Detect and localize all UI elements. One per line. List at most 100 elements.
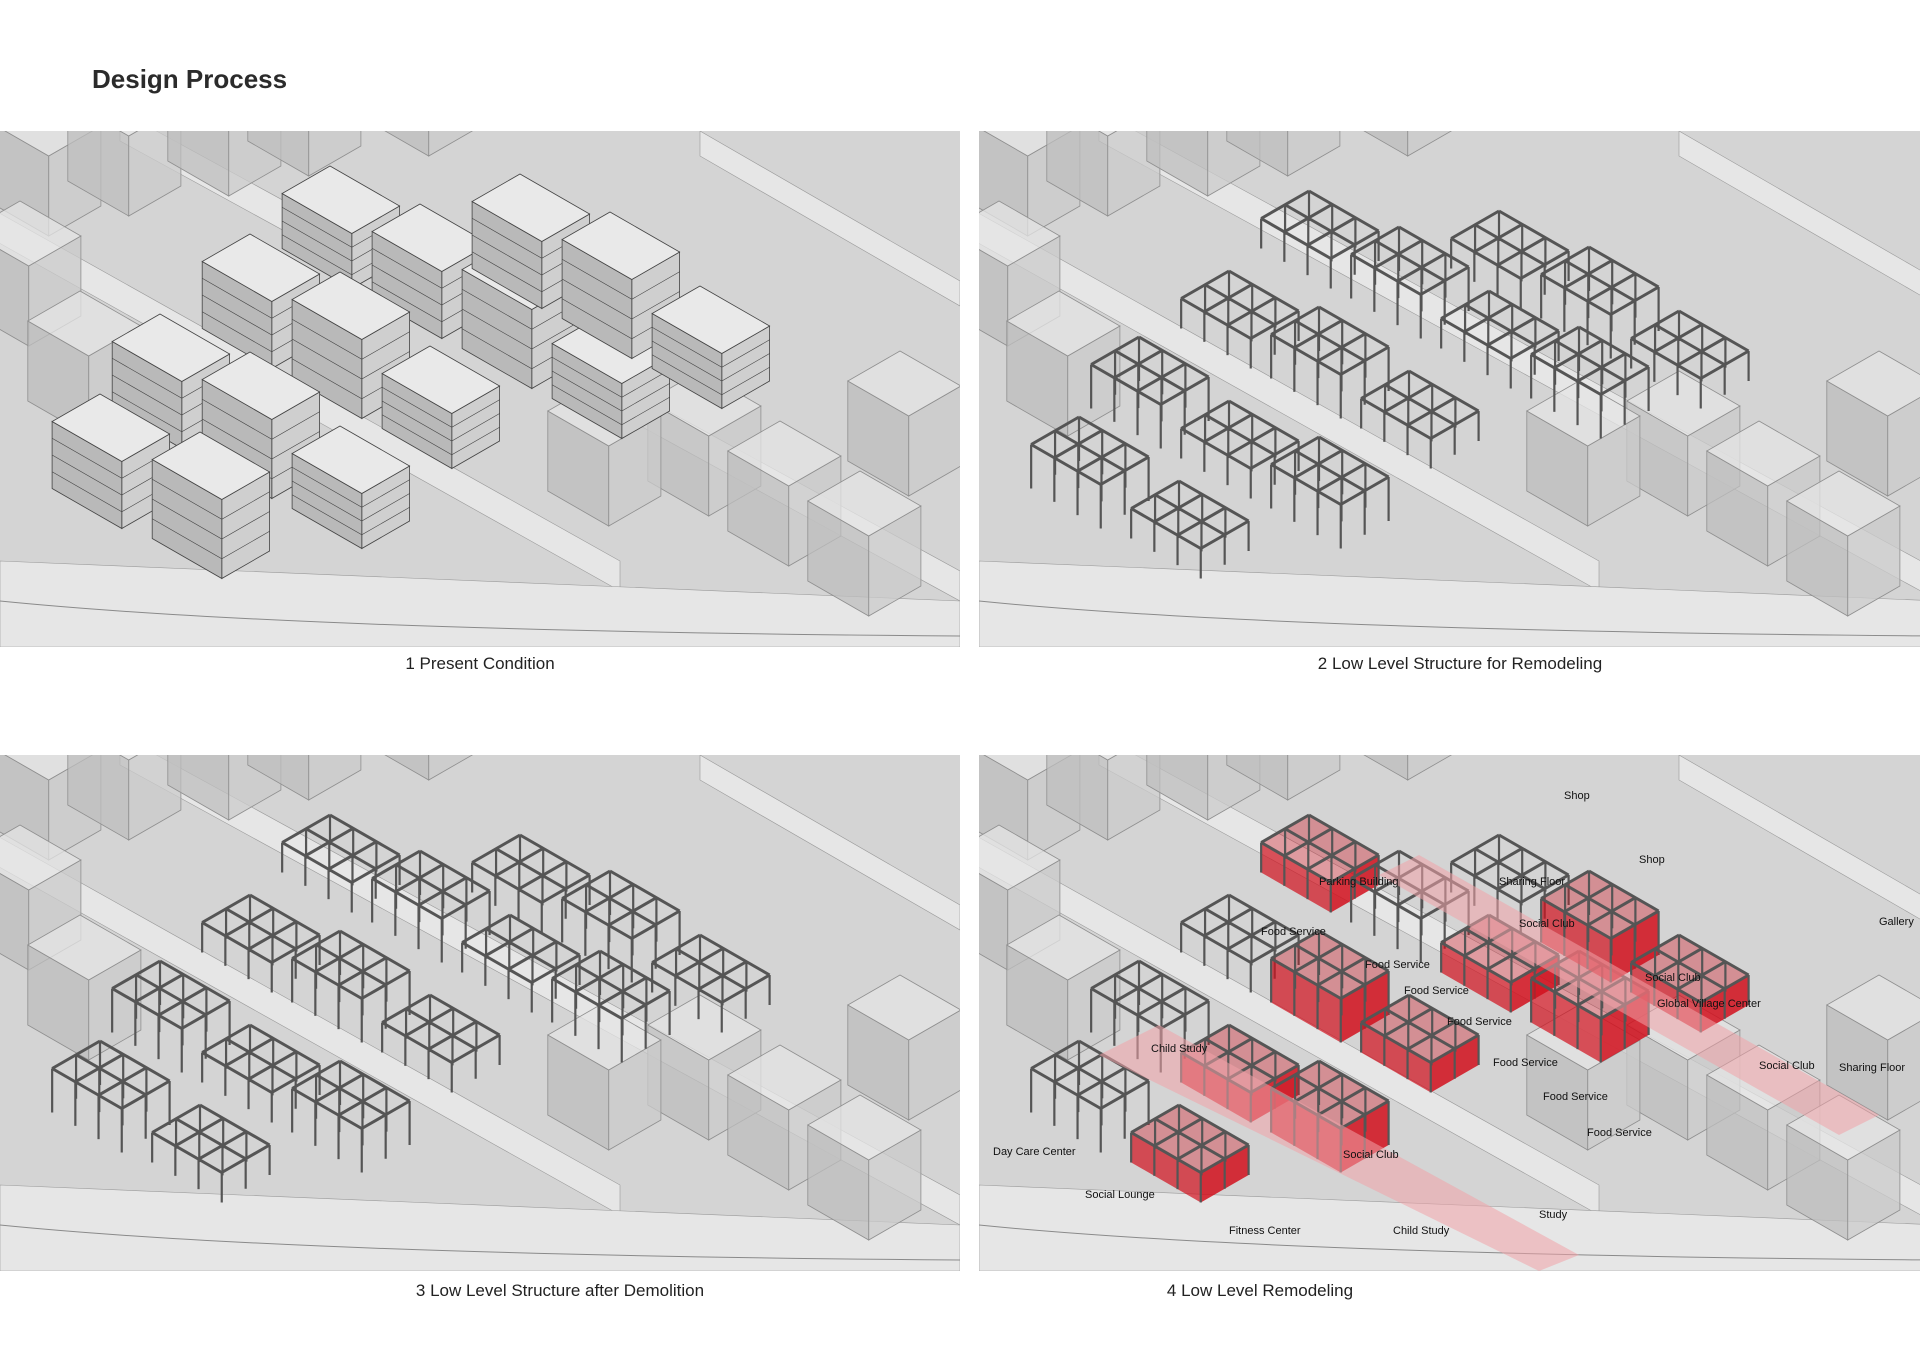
isometric-drawing (0, 131, 960, 647)
program-label: Parking Building (1319, 876, 1399, 888)
program-label: Day Care Center (993, 1146, 1076, 1158)
existing-building (291, 425, 411, 550)
panel-caption: 3 Low Level Structure after Demolition (415, 1281, 705, 1300)
program-label: Social Club (1519, 918, 1575, 930)
context-building (1785, 470, 1901, 617)
structure-frame (201, 893, 321, 993)
context-buildings (979, 131, 1920, 617)
structure-frames (51, 813, 771, 1203)
context-building (247, 755, 362, 801)
program-label: Shop (1639, 854, 1665, 866)
structure-frame (1440, 289, 1560, 389)
diagram-panel-present-condition (0, 131, 960, 647)
program-label: Shop (1564, 790, 1590, 802)
program-label: Sharing Floor (1499, 876, 1565, 888)
structure-frame (651, 933, 771, 1033)
structure-frame (281, 813, 401, 913)
program-label: Child Study (1151, 1043, 1208, 1055)
structure-frame (551, 949, 671, 1063)
structure-frame (1540, 245, 1660, 359)
structure-frame (461, 913, 581, 1013)
context-building (806, 1094, 922, 1241)
structure-frame (1130, 479, 1250, 579)
context-buildings (0, 131, 960, 617)
structure-frame (1360, 369, 1480, 469)
context-building (726, 420, 842, 567)
structure-frame (471, 833, 591, 933)
context-building (1525, 380, 1641, 527)
structure-frames (1030, 189, 1750, 579)
structure-frame (1270, 929, 1390, 1043)
structure-frame (1530, 325, 1650, 439)
program-label: Study (1539, 1209, 1568, 1221)
structure-frame (201, 1023, 321, 1123)
context-building (1825, 974, 1920, 1121)
structure-frame (51, 1039, 171, 1153)
existing-buildings (51, 165, 771, 580)
program-label: Child Study (1393, 1225, 1450, 1237)
context-building (384, 755, 474, 781)
program-label: Global Village Center (1657, 998, 1761, 1010)
structure-frame (291, 929, 411, 1043)
program-label: Food Service (1543, 1091, 1608, 1103)
structure-frame (1450, 209, 1570, 309)
context-building (846, 350, 960, 497)
structure-frame (151, 1103, 271, 1203)
diagram-panel-structure-after-demolition (0, 755, 960, 1271)
structure-frame (291, 1059, 411, 1173)
program-label: Social Club (1645, 972, 1701, 984)
structure-frame (1360, 993, 1480, 1093)
context-building (1226, 755, 1341, 801)
structure-frame (1270, 305, 1390, 419)
structure-frame (1630, 309, 1750, 409)
program-label: Food Service (1365, 959, 1430, 971)
context-building (1005, 914, 1121, 1061)
program-label: Food Service (1404, 985, 1469, 997)
panel-caption: 2 Low Level Structure for Remodeling (1317, 654, 1603, 673)
structure-frame (1260, 189, 1380, 289)
panel-caption: 4 Low Level Remodeling (1166, 1281, 1354, 1300)
structure-frame (1270, 435, 1390, 549)
context-building (1363, 755, 1453, 781)
structure-frame (1180, 269, 1300, 369)
program-label: Food Service (1447, 1016, 1512, 1028)
isometric-drawing (0, 755, 960, 1271)
isometric-drawing (979, 131, 1920, 647)
context-buildings (0, 755, 960, 1241)
existing-building (551, 315, 671, 440)
context-building (1226, 131, 1341, 177)
diagram-panel-structure-for-remodeling (979, 131, 1920, 647)
program-label: Gallery (1879, 916, 1914, 928)
context-building (1363, 131, 1453, 157)
structure-frame (1130, 1103, 1250, 1203)
existing-building (651, 285, 771, 410)
page-title: Design Process (92, 64, 288, 94)
context-building (846, 974, 960, 1121)
structure-frame (1180, 399, 1300, 499)
program-label: Food Service (1587, 1127, 1652, 1139)
context-building (26, 914, 142, 1061)
structure-frame (381, 993, 501, 1093)
program-label: Social Club (1759, 1060, 1815, 1072)
context-building (806, 470, 922, 617)
existing-building (151, 431, 271, 580)
program-label: Fitness Center (1229, 1225, 1301, 1237)
structure-frame (1180, 893, 1300, 993)
structure-frame (1350, 225, 1470, 339)
program-label: Food Service (1261, 926, 1326, 938)
context-building (247, 131, 362, 177)
context-building (1005, 290, 1121, 437)
context-buildings (979, 755, 1920, 1241)
context-building (384, 131, 474, 157)
structure-frame (1030, 415, 1150, 529)
program-zones (1099, 855, 1879, 1271)
program-label: Sharing Floor (1839, 1062, 1905, 1074)
context-building (1825, 350, 1920, 497)
existing-building (381, 345, 501, 470)
program-label: Social Club (1343, 1149, 1399, 1161)
program-label: Food Service (1493, 1057, 1558, 1069)
panel-caption: 1 Present Condition (405, 654, 555, 673)
program-label: Social Lounge (1085, 1189, 1155, 1201)
